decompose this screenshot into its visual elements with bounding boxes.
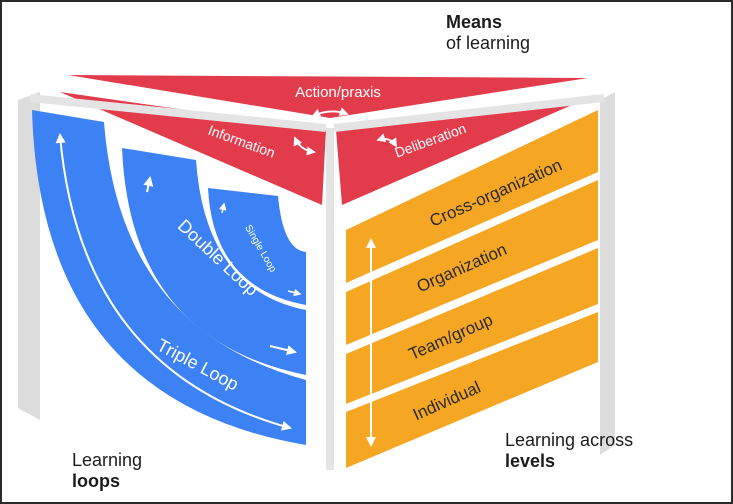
means-action-label: Action/praxis bbox=[295, 84, 381, 101]
levels-title-bold: levels bbox=[505, 450, 556, 471]
information-arrow bbox=[293, 136, 316, 156]
action-arrow bbox=[311, 107, 349, 118]
means-title-bold: Means bbox=[446, 12, 503, 32]
means-caption: Means of learning bbox=[446, 12, 530, 53]
means-title-rest: of learning bbox=[446, 32, 531, 53]
levels-caption: Learning across levels bbox=[505, 430, 633, 471]
levels-title-rest: Learning across bbox=[505, 430, 634, 450]
outer-frame-right bbox=[600, 92, 615, 455]
level-band-individual bbox=[346, 312, 598, 468]
loops-title-rest: Learning bbox=[72, 450, 143, 470]
single-loop-arrow-start bbox=[219, 202, 227, 214]
double-loop-arrow bbox=[143, 176, 154, 193]
level-band-team-group bbox=[346, 248, 598, 404]
level-band-cross-organization bbox=[346, 110, 598, 283]
level-band-organization bbox=[346, 180, 598, 345]
double-loop-arrow-end bbox=[269, 345, 297, 355]
loops-caption: Learning loops bbox=[72, 450, 142, 491]
red-top-band bbox=[68, 75, 588, 118]
loops-title-bold: loops bbox=[72, 470, 120, 491]
divider-lines bbox=[29, 94, 605, 470]
levels-panel bbox=[346, 110, 598, 468]
outer-frame-left bbox=[18, 92, 40, 420]
single-loop-arrow-end bbox=[287, 288, 302, 297]
deliberation-arrow bbox=[376, 133, 397, 148]
triple-loop-arrow bbox=[55, 133, 292, 431]
